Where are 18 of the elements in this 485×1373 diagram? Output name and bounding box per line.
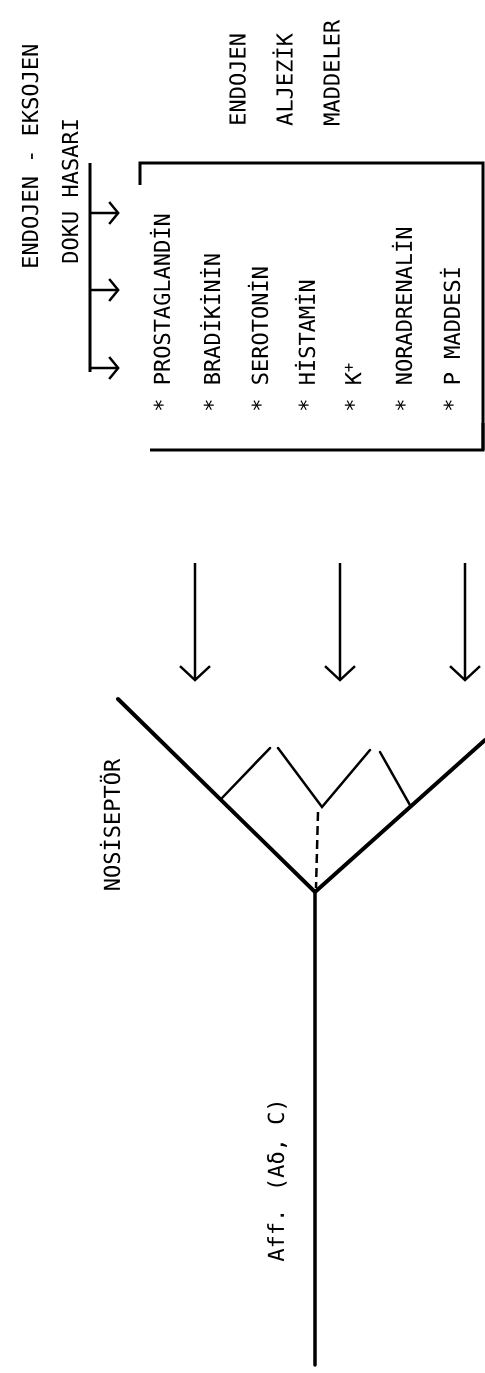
heading-text: ENDOJEN - EKSOJEN (21, 45, 39, 267)
list-item: * HİSTAMİN (294, 280, 316, 410)
heading-text: ENDOJEN ALJEZİK MADDELER (229, 19, 340, 126)
list-item: * P MADDESİ (439, 268, 461, 410)
list-item: * SEROTONİN (247, 267, 269, 410)
list-item: * K$^{+}$ (344, 363, 362, 410)
arrow (324, 563, 356, 682)
arrow (449, 563, 481, 682)
list-item: * BRADİKİNİN (199, 254, 221, 410)
arrow (90, 356, 120, 380)
arrow (90, 278, 120, 302)
fiber-label: Aff. (Aδ, C) (267, 1102, 287, 1262)
heading-text: DOKU HASARI (61, 120, 79, 263)
arrow (90, 201, 120, 225)
list-item: * PROSTAGLANDİN (149, 214, 171, 410)
nociceptor-label: NOSİSEPTÖR (99, 758, 121, 890)
arrow (179, 563, 211, 682)
list-item: * NORADRENALİN (391, 227, 413, 410)
